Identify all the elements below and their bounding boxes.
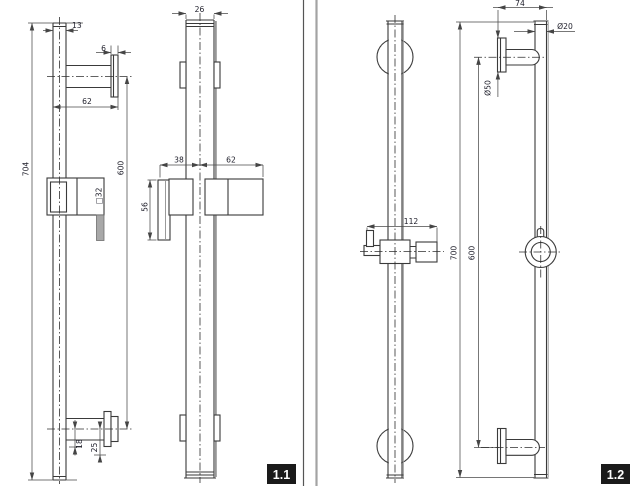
fig-1-1-label-text: 1.1 — [273, 468, 290, 482]
slider-knob — [415, 241, 438, 263]
slider-grip-side — [96, 214, 105, 241]
dim-56: 56 — [141, 202, 150, 212]
fig-1-2-side-view: 700 600 74 Ø20 Ø50 — [450, 0, 575, 479]
dim-74: 74 — [515, 0, 525, 8]
bottom-bracket-arm — [505, 438, 540, 456]
dim-62-slider: 62 — [226, 156, 236, 165]
dim-62-top: 62 — [82, 97, 92, 106]
dim-704: 704 — [22, 162, 31, 177]
fig-1-2-front-view: 112 — [360, 15, 444, 483]
dim-6: 6 — [101, 44, 106, 53]
top-wall-flange — [496, 37, 507, 73]
fig-1-1-label: 1.1 — [267, 464, 296, 484]
fig-1-1-front-view: 26 38 62 56 — [141, 5, 264, 483]
bottom-wall-flange — [496, 427, 507, 465]
fig-1-2-label-text: 1.2 — [607, 468, 624, 482]
fig-1-2-label: 1.2 — [601, 464, 630, 484]
dim-26: 26 — [195, 5, 205, 14]
dim-600-side: 600 — [117, 161, 126, 176]
slider-block-front — [204, 178, 264, 216]
slider-block-side — [46, 177, 105, 216]
dim-13: 13 — [72, 21, 82, 30]
dim-112: 112 — [404, 217, 419, 226]
fig-1-1-side-view: 704 13 6 62 600 □32 18 25 — [22, 17, 133, 484]
dim-38: 38 — [174, 156, 184, 165]
dim-square32: □32 — [95, 187, 104, 204]
dim-600-front: 600 — [468, 246, 477, 261]
slider-grip-front — [157, 179, 171, 241]
dim-25: 25 — [90, 443, 99, 453]
holder-pin — [365, 229, 375, 248]
dim-diameter-50: Ø50 — [484, 80, 493, 96]
dim-diameter-20: Ø20 — [557, 22, 573, 31]
dim-18: 18 — [75, 439, 84, 449]
dim-700: 700 — [450, 246, 459, 261]
